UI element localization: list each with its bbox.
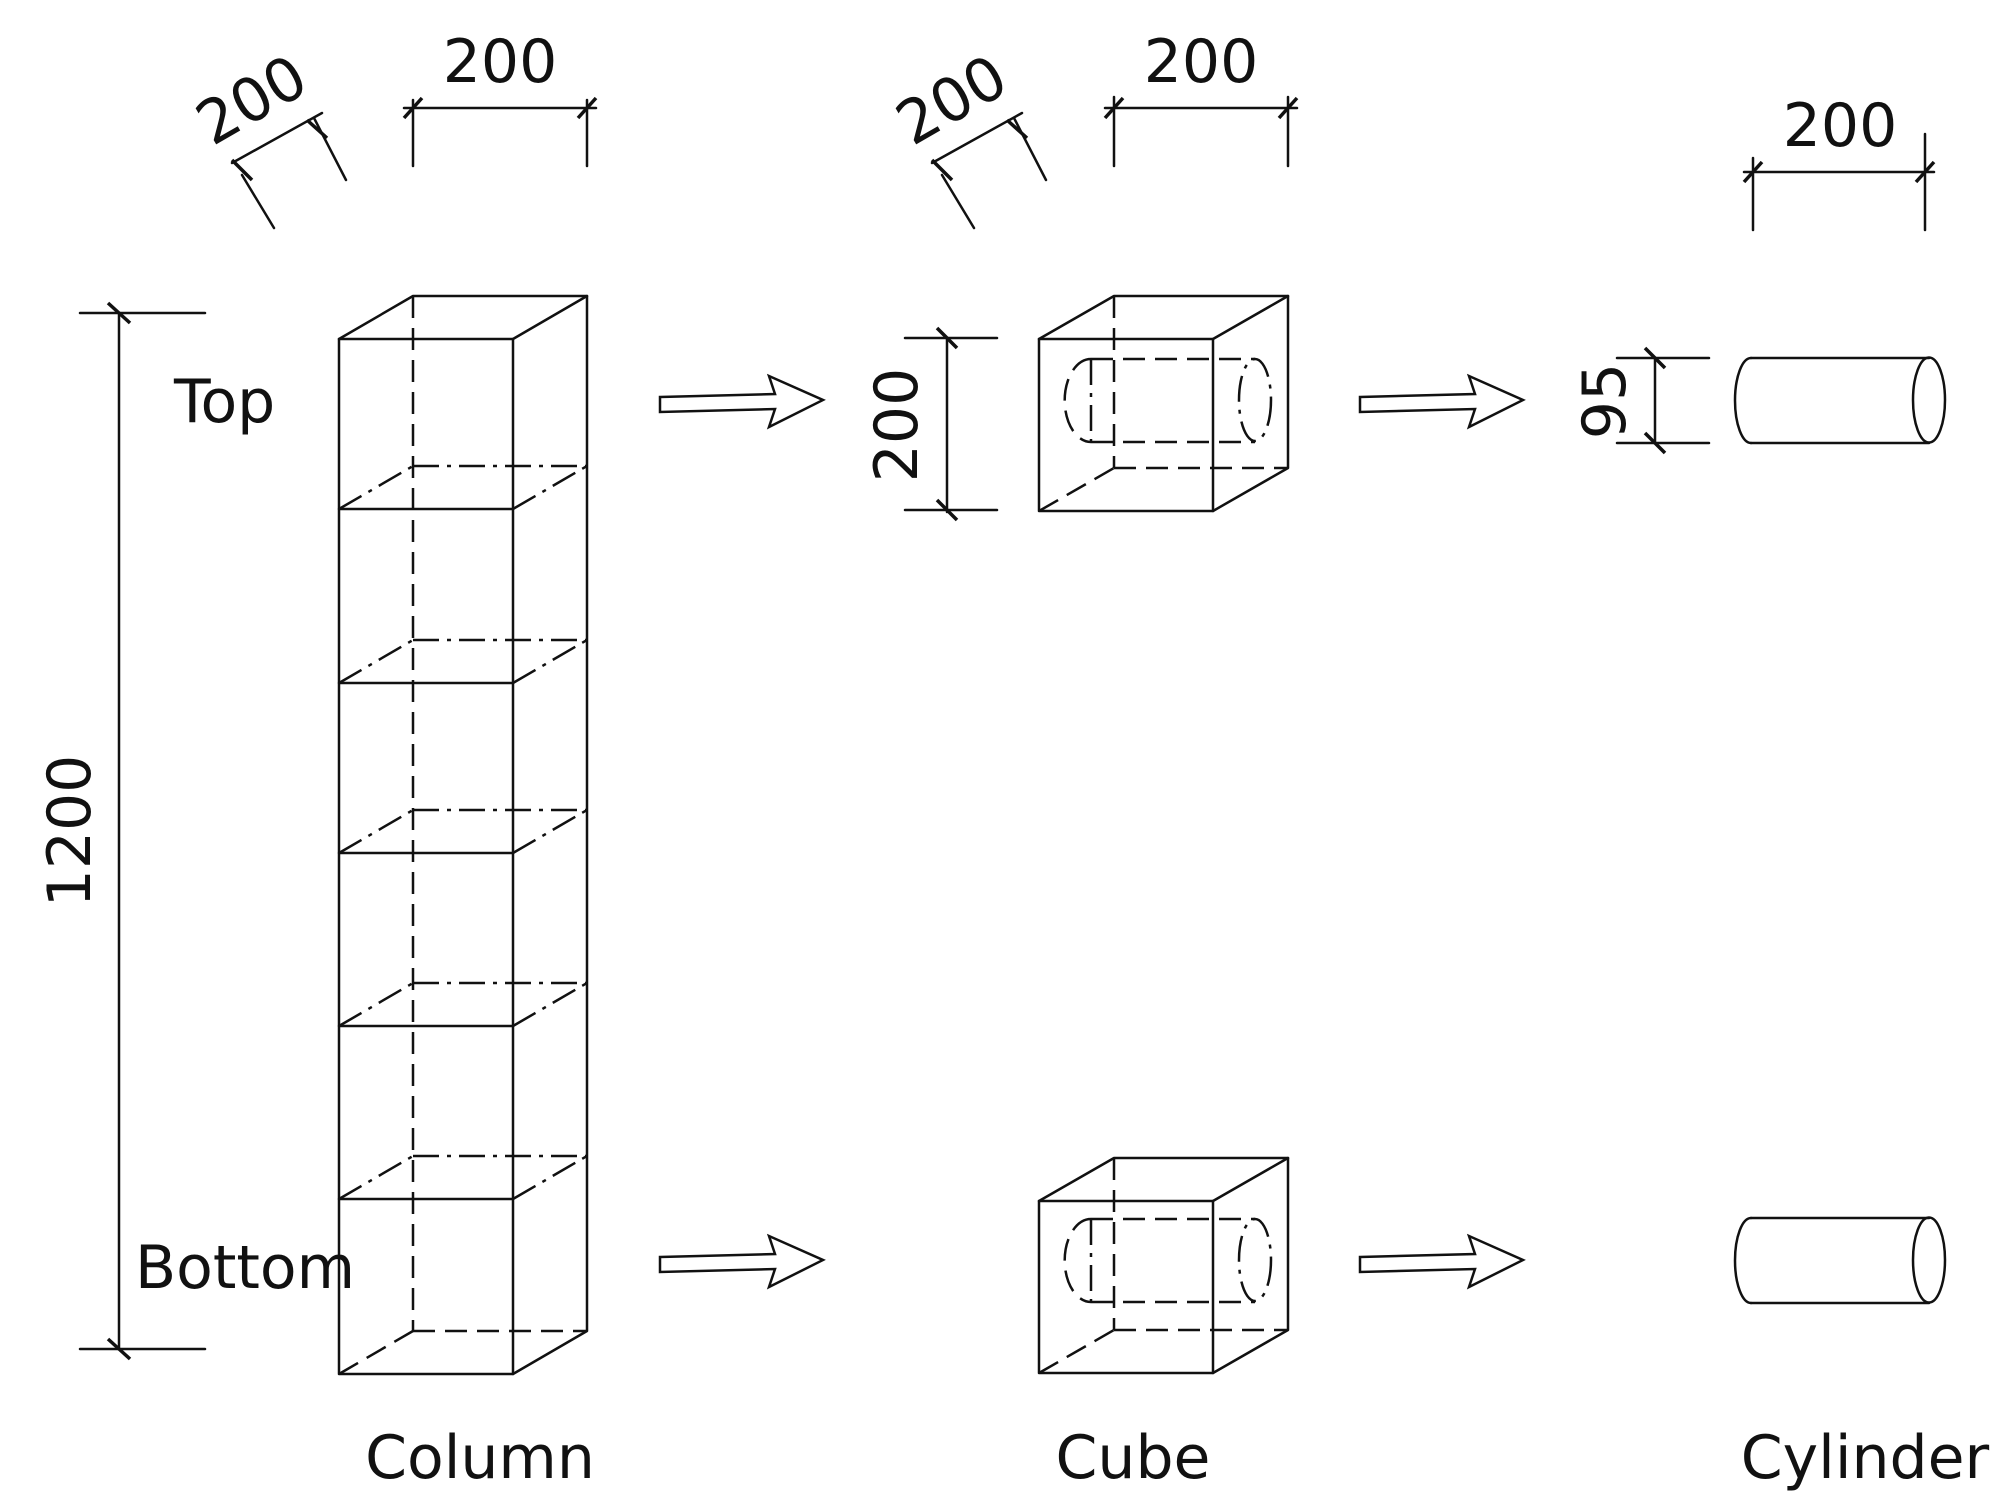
bottom-cube-internal-cylinder: [1063, 1217, 1273, 1304]
top-cube-back-edges: [1037, 294, 1290, 513]
cylinder-diameter-label: 95: [1570, 363, 1640, 439]
column-cut-section-3: [337, 808, 588, 855]
column-cut-section-5: [337, 1154, 588, 1201]
column-caption: Column: [365, 1423, 595, 1493]
column-top-edge: [511, 294, 589, 341]
column-front-face: [337, 337, 515, 1376]
cylinder-caption: Cylinder: [1741, 1423, 1990, 1493]
bottom-cube-back-edges: [1037, 1156, 1290, 1375]
arrow-bottom-cube-to-cylinder: [1358, 1233, 1526, 1290]
cube-depth-dimension: 200: [885, 42, 1048, 230]
cube-width-label: 200: [1144, 27, 1259, 97]
top-label: Top: [173, 367, 275, 437]
column-cut-section-4: [337, 981, 588, 1028]
cube-caption: Cube: [1056, 1423, 1211, 1493]
top-cube-drawing: [1037, 294, 1290, 513]
bottom-cube-drawing: [1037, 1156, 1290, 1375]
top-cylinder-drawing: [1733, 356, 1947, 445]
column-drawing: [337, 294, 589, 1376]
top-cube-front-face: [1037, 337, 1215, 513]
bottom-label: Bottom: [135, 1233, 355, 1303]
cube-height-label: 200: [862, 368, 932, 483]
cube-depth-label: 200: [885, 42, 1019, 160]
arrow-column-to-top-cube: [658, 373, 826, 430]
cylinder-length-dimension: 200: [1742, 91, 1936, 232]
cylinder-length-label: 200: [1783, 91, 1898, 161]
column-height-label: 1200: [35, 755, 105, 908]
column-width-dimension: 200: [402, 27, 598, 168]
top-cube-internal-cylinder: [1063, 357, 1273, 444]
bottom-cylinder-drawing: [1733, 1216, 1947, 1305]
column-width-label: 200: [443, 27, 558, 97]
column-depth-label: 200: [185, 42, 319, 160]
column-height-dimension: 1200: [35, 301, 207, 1361]
cube-width-dimension: 200: [1103, 27, 1299, 168]
column-cut-section-1: [337, 464, 588, 511]
arrow-top-cube-to-cylinder: [1358, 373, 1526, 430]
arrow-column-to-bottom-cube: [658, 1233, 826, 1290]
cube-height-dimension: 200: [862, 326, 999, 522]
cylinder-diameter-dimension: 95: [1570, 346, 1711, 455]
column-back-edges: [337, 294, 589, 1376]
bottom-cube-front-face: [1037, 1199, 1215, 1375]
column-depth-dimension: 200: [185, 42, 348, 230]
column-cut-section-2: [337, 638, 588, 685]
column-hidden-diagonal: [338, 1329, 414, 1376]
